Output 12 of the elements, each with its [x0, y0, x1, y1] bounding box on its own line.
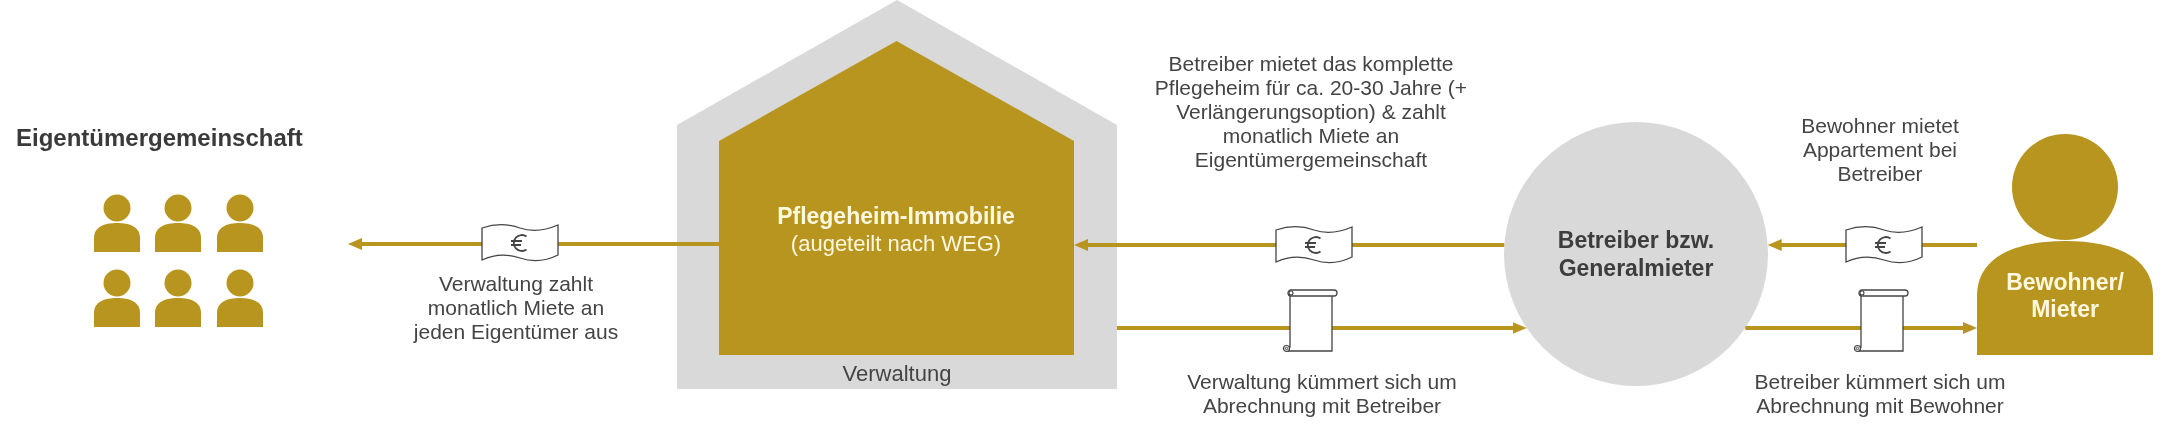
edge-label: Betreiber mietet das komplette Pflegeheim für ca. 20-30 Jahre (+ Verlängerungsoption) & zahlt monatlich Miete an Eigentümergemeinschaft [1153, 52, 1469, 172]
house-label: Verwaltung [842, 361, 952, 387]
node-title: Bewohner/ Mieter [2005, 269, 2125, 323]
edge-label: Verwaltung zahlt monatlich Miete an jeden Eigentümer aus [412, 272, 620, 344]
arrow [1117, 322, 1527, 334]
edge-label: Bewohner mietet Appartement bei Betreiber [1800, 114, 1960, 186]
group-heading: Eigentümergemeinschaft [16, 123, 303, 152]
node-title: Pflegeheim-Immobilie [777, 202, 1015, 230]
node-title: Betreiber bzw. Generalmieter [1556, 226, 1716, 282]
edge-label: Verwaltung kümmert sich um Abrechnung mit Betreiber [1186, 370, 1458, 418]
edge-label: Betreiber kümmert sich um Abrechnung mit Bewohner [1753, 370, 2007, 418]
node-subtitle: (augeteilt nach WEG) [790, 230, 1002, 258]
